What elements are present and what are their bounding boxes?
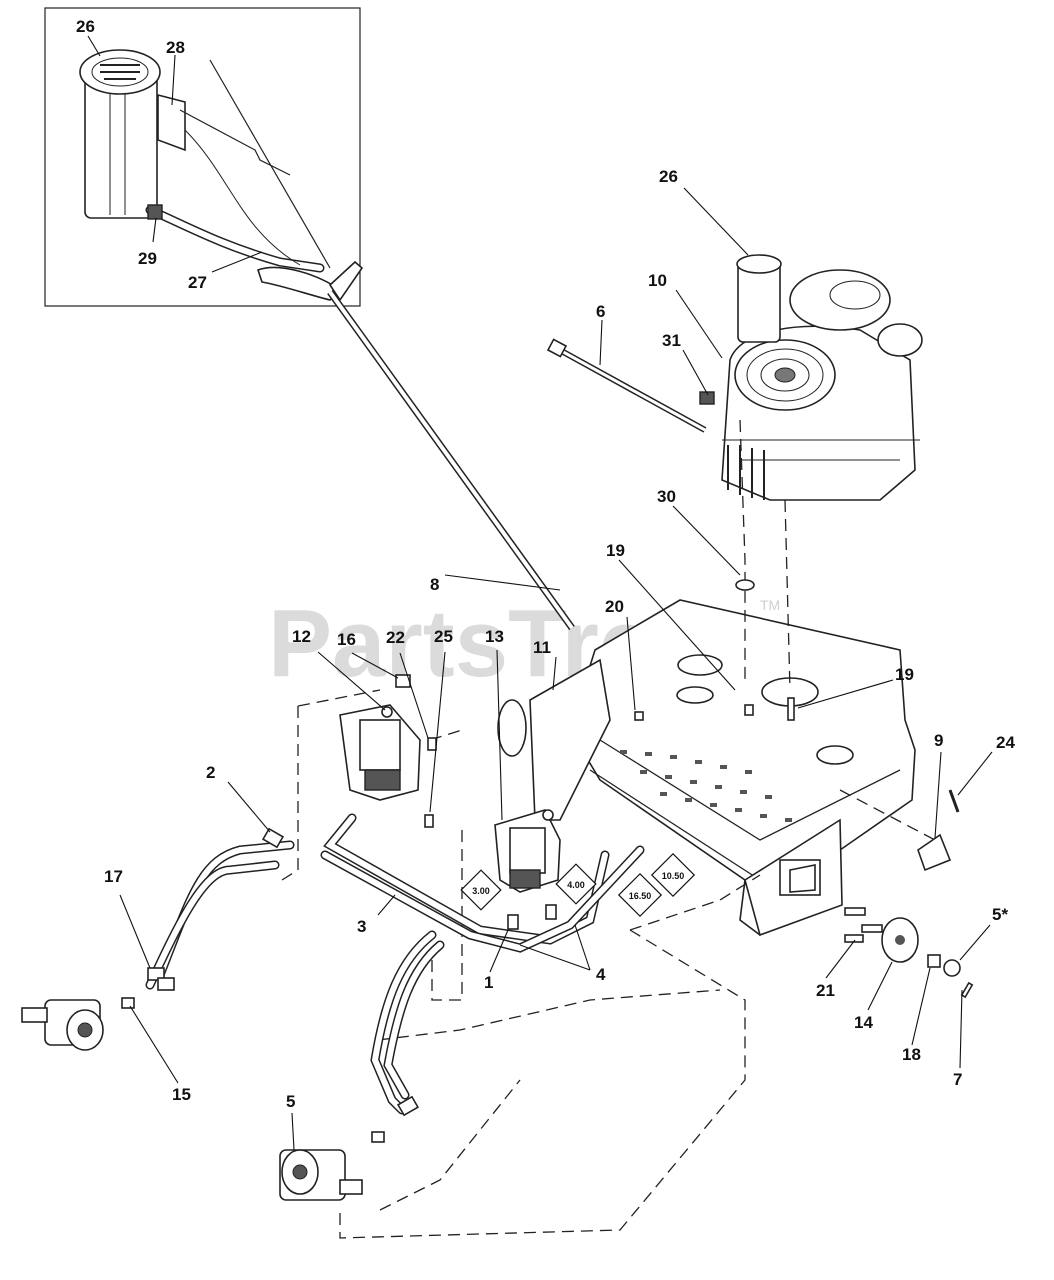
dim-4-00: 4.00 [567,880,585,890]
callout-14: 14 [854,1013,873,1032]
callout-5-star: 5* [992,905,1008,924]
hub-14 [844,907,974,999]
callout-2: 2 [206,763,215,782]
rod-8 [256,260,575,631]
wheel-motor-left [21,999,104,1051]
callout-21: 21 [816,981,835,1000]
callout-10: 10 [648,271,667,290]
callout-19-top: 19 [606,541,625,560]
callout-20: 20 [605,597,624,616]
callout-13: 13 [485,627,504,646]
callout-26-inset: 26 [76,17,95,36]
callout-28: 28 [166,38,185,57]
callout-25: 25 [434,627,453,646]
cable-6 [546,338,707,433]
callout-24: 24 [996,733,1015,752]
callout-3: 3 [357,917,366,936]
hoses [145,813,645,1115]
bracket-9 [917,789,960,872]
callout-29: 29 [138,249,157,268]
callout-9: 9 [934,731,943,750]
callout-15: 15 [172,1085,191,1104]
callout-8: 8 [430,575,439,594]
callout-1: 1 [484,973,493,992]
callout-30: 30 [657,487,676,506]
inset-detail [44,7,361,307]
callout-7: 7 [953,1070,962,1089]
clamp [147,204,163,220]
frame [497,599,916,937]
callout-11: 11 [533,638,551,657]
dimension-tags: 3.00 4.00 10.50 16.50 [460,852,696,918]
engine [721,254,923,501]
callout-12: 12 [292,627,311,646]
washer-30 [735,579,755,591]
callout-16: 16 [337,630,356,649]
dim-10-50: 10.50 [662,871,685,881]
callout-18: 18 [902,1045,921,1064]
callout-17: 17 [104,867,123,886]
pump-13 [494,809,561,893]
dim-3-00: 3.00 [472,886,490,896]
dim-16-50: 16.50 [629,891,652,901]
callout-19-right: 19 [895,665,914,684]
callout-22: 22 [386,628,405,647]
callout-4: 4 [596,965,606,984]
callout-6: 6 [596,302,605,321]
watermark-tm: TM [760,597,780,613]
muffler-bracket [157,93,186,152]
clamp-31 [699,391,715,405]
callout-26: 26 [659,167,678,186]
leader-lines [87,35,993,1151]
callout-27: 27 [188,273,207,292]
wheel-motor-bottom [279,1149,363,1201]
callouts: 26 28 29 27 26 10 6 31 30 19 20 11 19 8 … [76,17,1015,1111]
fittings [121,674,795,1143]
pump-12 [339,704,421,801]
callout-31: 31 [662,331,681,350]
callout-5: 5 [286,1092,295,1111]
